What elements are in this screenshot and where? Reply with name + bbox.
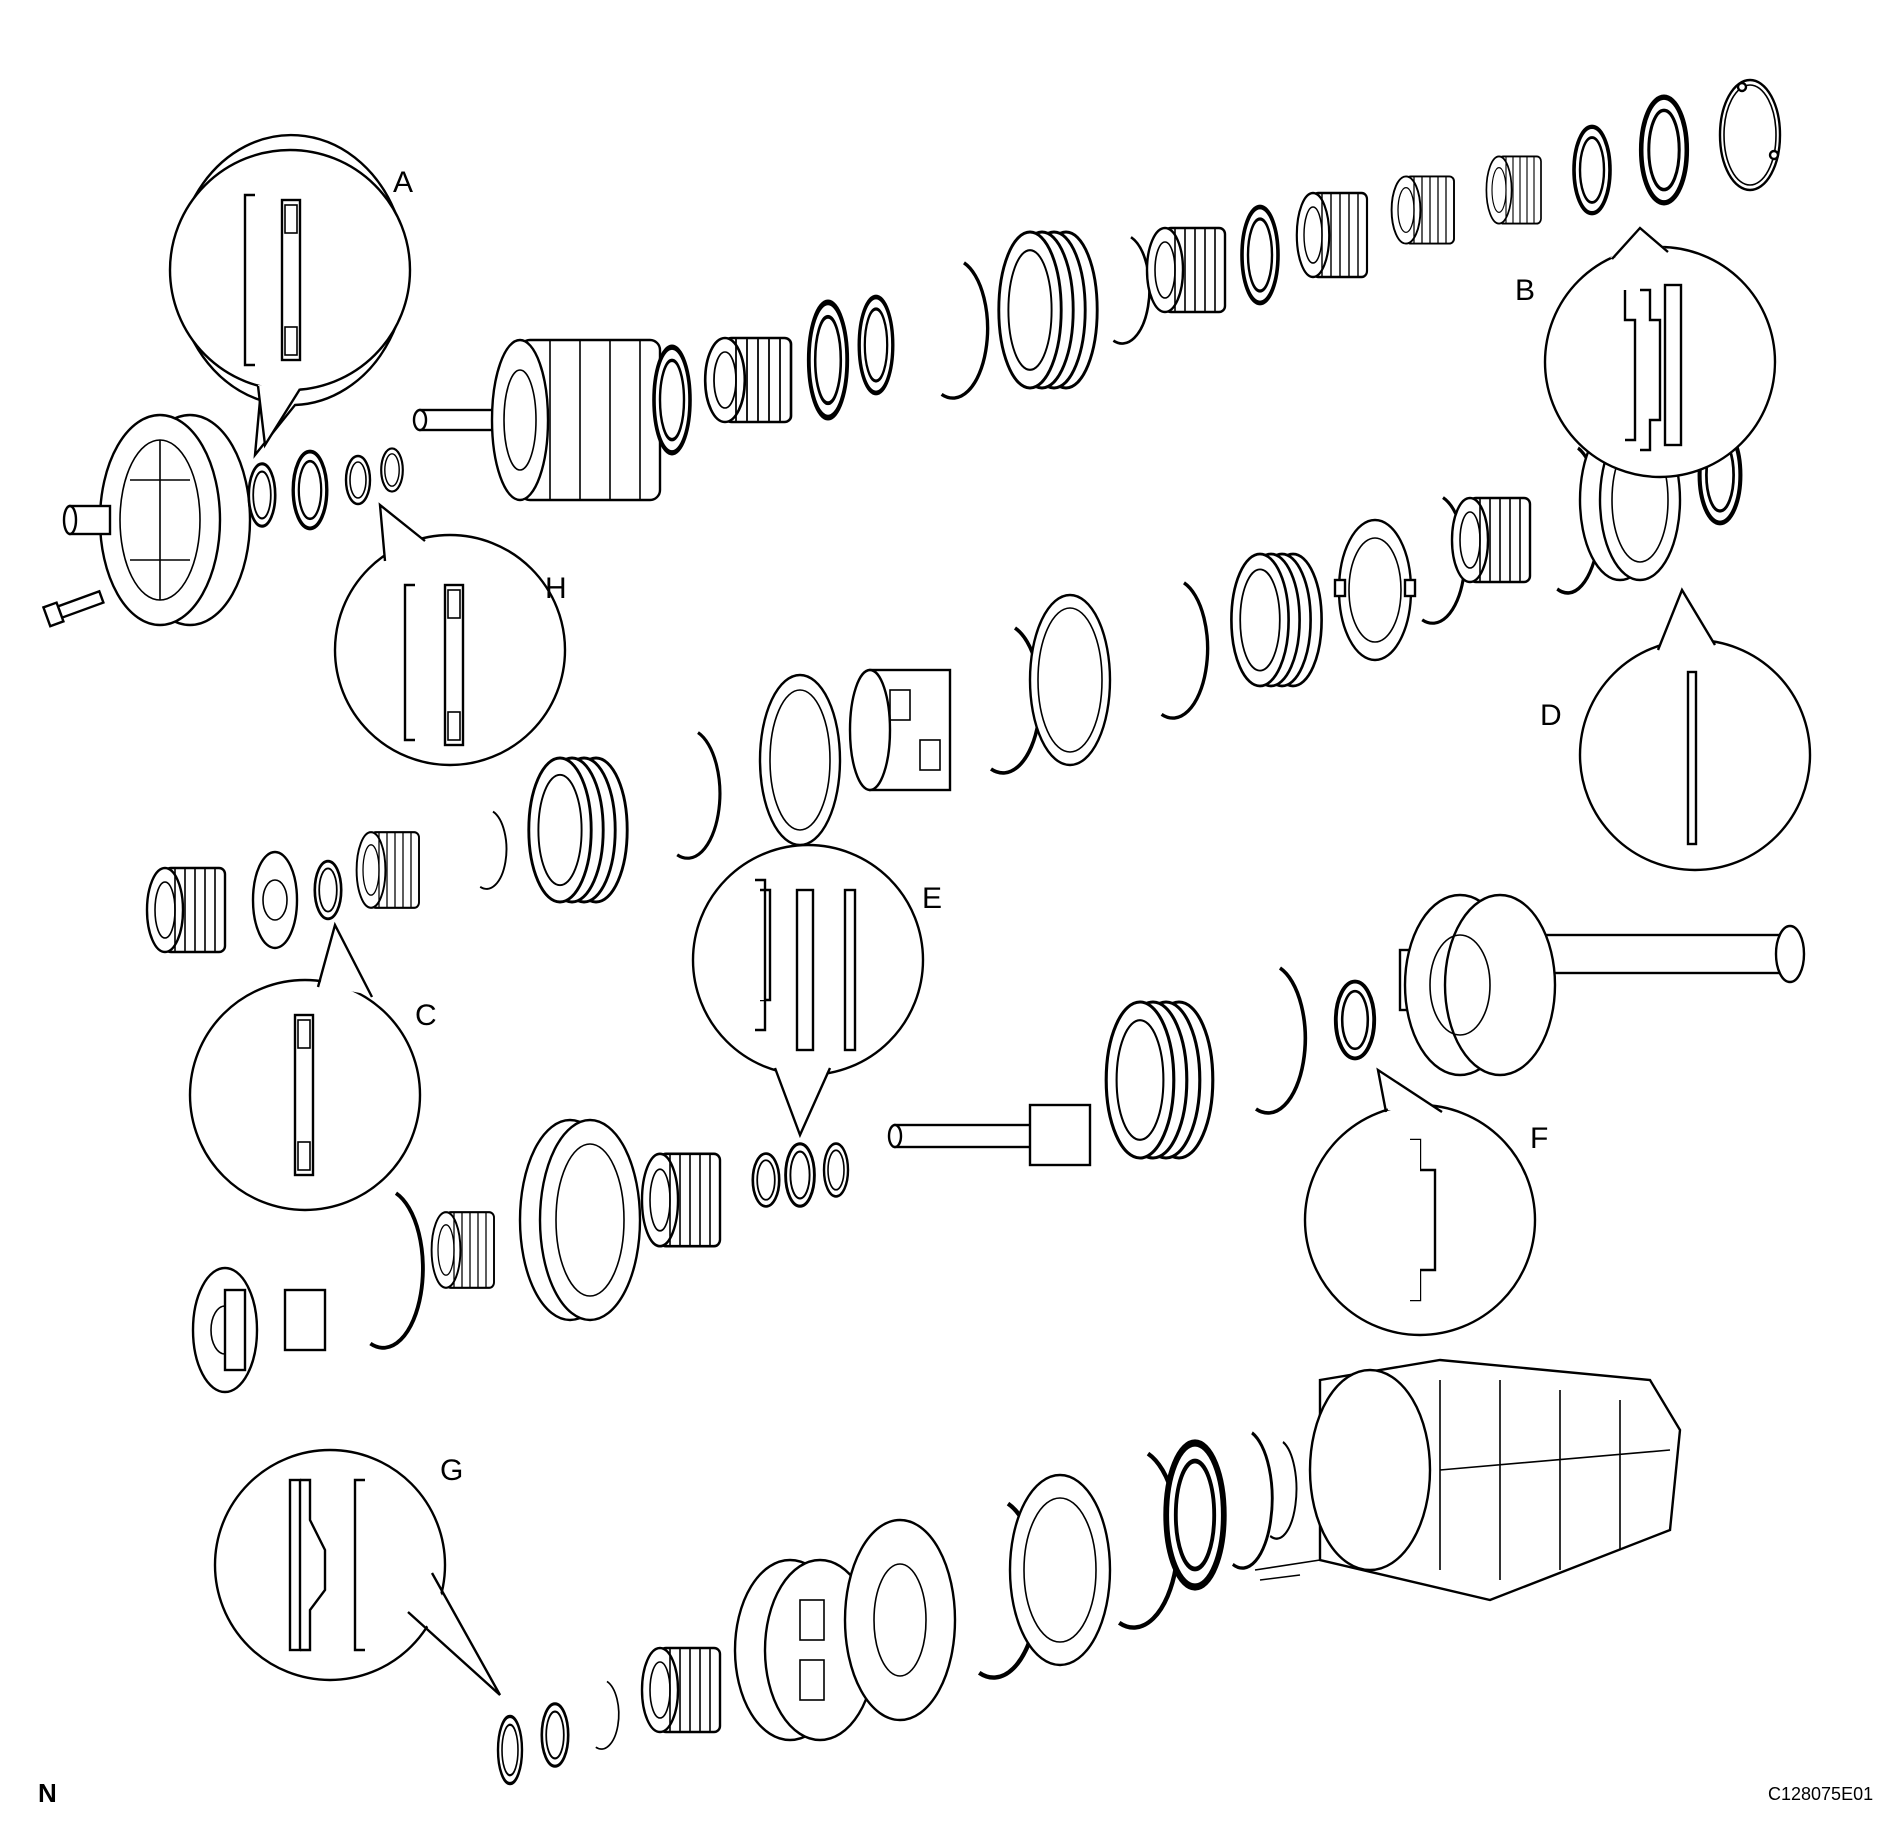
oil-pump bbox=[62, 413, 252, 627]
row-3-parts bbox=[191, 893, 1806, 1394]
bolt bbox=[41, 589, 105, 628]
row-4-parts bbox=[496, 1358, 1682, 1786]
callout-label-d: D bbox=[1540, 699, 1562, 732]
callout-label-b: B bbox=[1515, 274, 1535, 307]
row-1-parts bbox=[41, 78, 1782, 628]
callout-label-c: C bbox=[415, 999, 437, 1032]
callout-label-e: E bbox=[922, 882, 942, 915]
callout-A: A bbox=[168, 133, 413, 459]
intermediate-shaft bbox=[887, 1103, 1092, 1167]
input-drum bbox=[412, 338, 662, 502]
callout-F: F bbox=[1303, 1067, 1548, 1337]
callout-E: E bbox=[691, 843, 942, 1139]
callout-label-g: G bbox=[440, 1454, 463, 1487]
output-shaft bbox=[1398, 893, 1806, 1077]
callout-D: D bbox=[1540, 587, 1812, 872]
transmission-case bbox=[1254, 1358, 1682, 1602]
callout-label-f: F bbox=[1530, 1122, 1548, 1155]
callout-B: B bbox=[1515, 226, 1777, 479]
figure-code: C128075E01 bbox=[1768, 1784, 1873, 1804]
callout-label-a: A bbox=[393, 166, 413, 199]
callout-H: H bbox=[333, 502, 567, 767]
callout-C: C bbox=[188, 921, 437, 1212]
orientation-mark: N bbox=[38, 1778, 57, 1808]
callout-label-h: H bbox=[545, 572, 567, 605]
callout-G: G bbox=[213, 1448, 502, 1696]
